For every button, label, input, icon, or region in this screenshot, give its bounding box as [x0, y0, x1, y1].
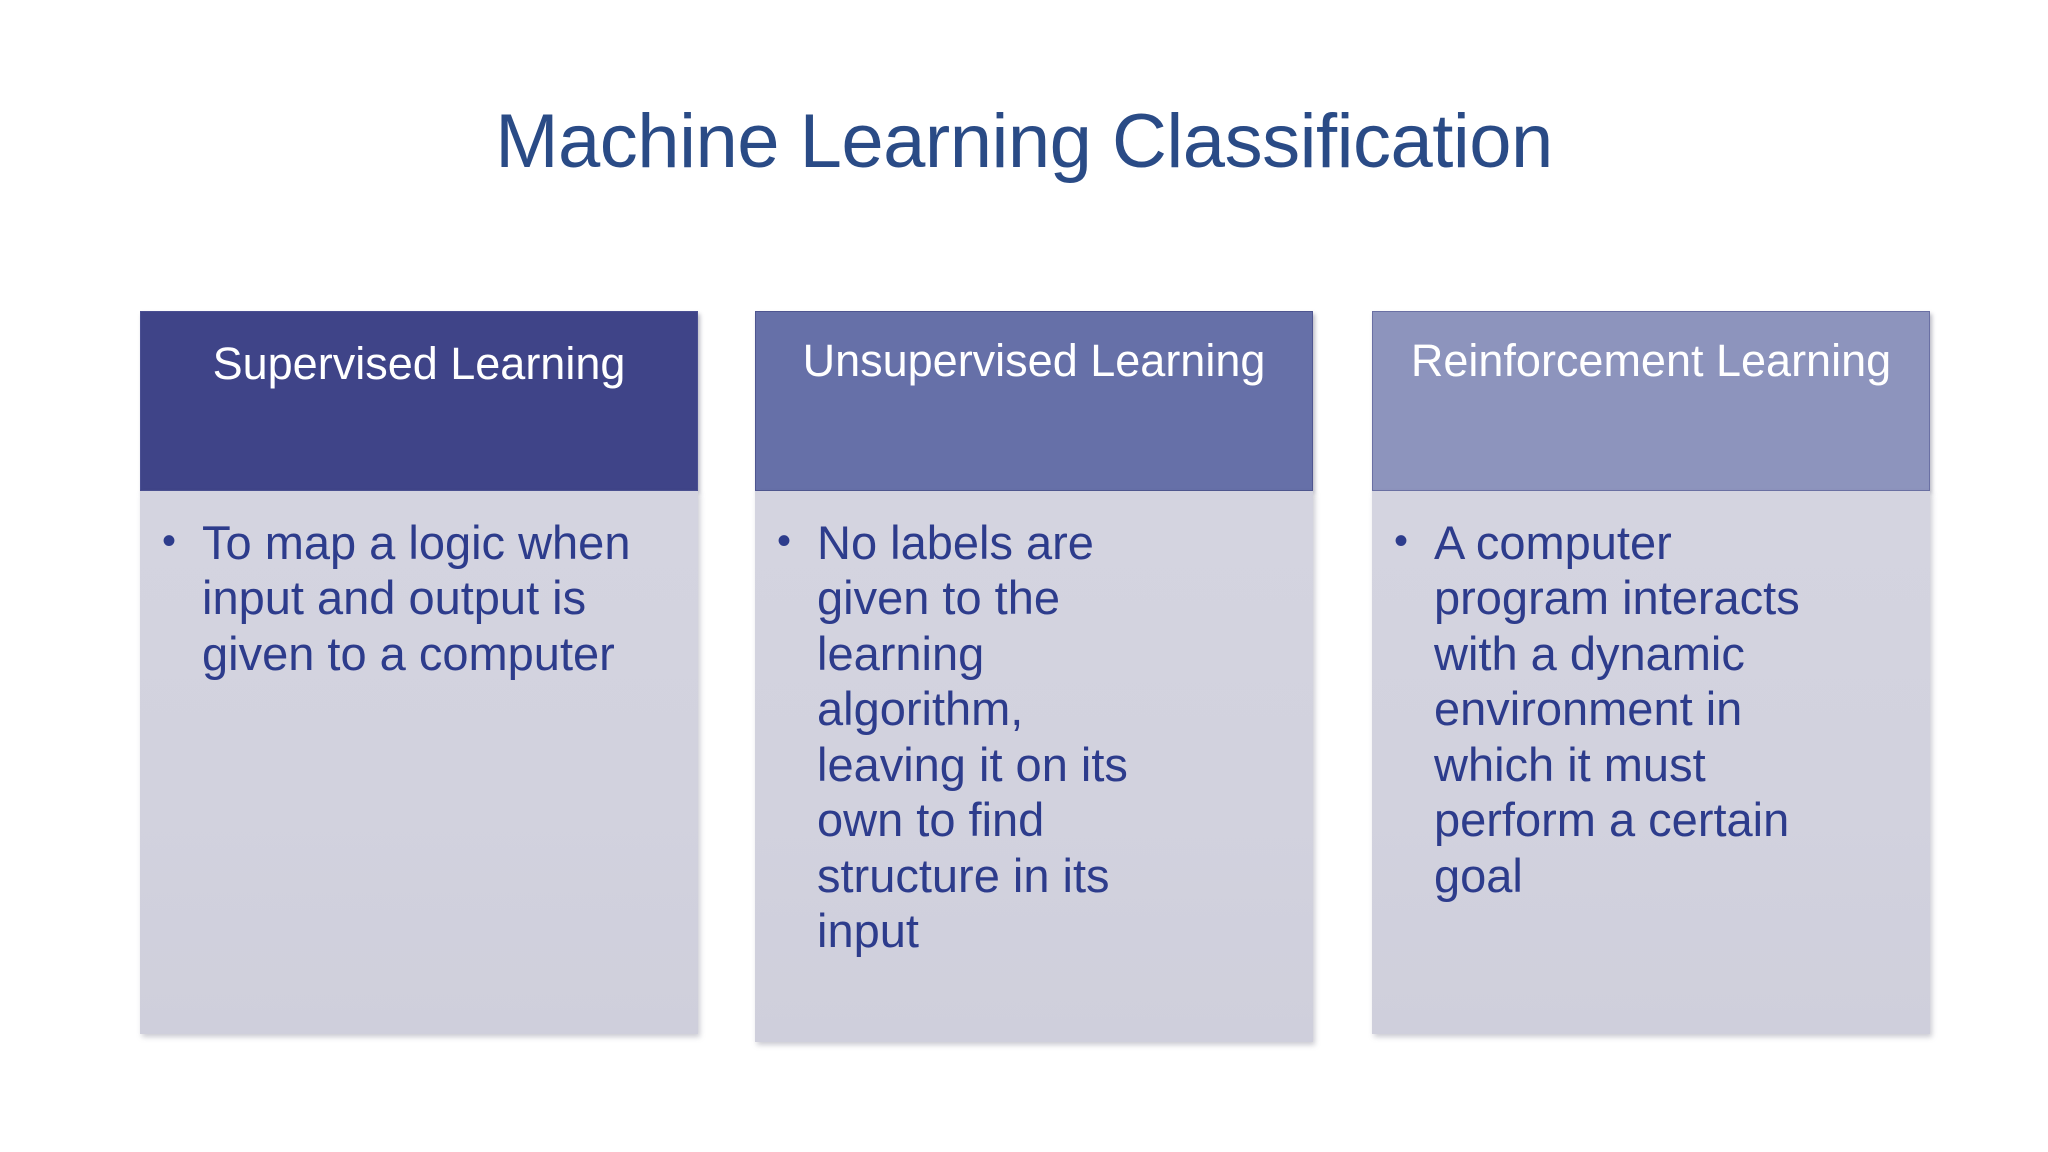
list-item: • To map a logic when input and output i… [162, 515, 680, 681]
bullet-text: A computer program interacts with a dyna… [1434, 516, 1800, 902]
card-header-supervised-learning: Supervised Learning [140, 311, 698, 491]
card-reinforcement-learning[interactable]: Reinforcement Learning • A computer prog… [1372, 311, 1930, 1034]
card-body-unsupervised-learning: • No labels are given to the learning al… [755, 491, 1313, 1042]
bullet-list: • A computer program interacts with a dy… [1394, 515, 1912, 903]
bullet-point-icon: • [162, 519, 177, 563]
bullet-list: • No labels are given to the learning al… [777, 515, 1295, 959]
card-header-unsupervised-learning: Unsupervised Learning [755, 311, 1313, 491]
card-body-reinforcement-learning: • A computer program interacts with a dy… [1372, 491, 1930, 1034]
bullet-list: • To map a logic when input and output i… [162, 515, 680, 681]
card-body-supervised-learning: • To map a logic when input and output i… [140, 491, 698, 1034]
bullet-text: To map a logic when input and output is … [202, 516, 631, 680]
card-supervised-learning[interactable]: Supervised Learning • To map a logic whe… [140, 311, 698, 1034]
card-row: Supervised Learning • To map a logic whe… [140, 311, 1932, 1051]
list-item: • A computer program interacts with a dy… [1394, 515, 1912, 903]
card-header-reinforcement-learning: Reinforcement Learning [1372, 311, 1930, 491]
list-item: • No labels are given to the learning al… [777, 515, 1295, 959]
page-title: Machine Learning Classification [495, 99, 1553, 184]
bullet-point-icon: • [777, 519, 792, 563]
bullet-text: No labels are given to the learning algo… [817, 516, 1128, 958]
card-unsupervised-learning[interactable]: Unsupervised Learning • No labels are gi… [755, 311, 1313, 1042]
bullet-point-icon: • [1394, 519, 1409, 563]
